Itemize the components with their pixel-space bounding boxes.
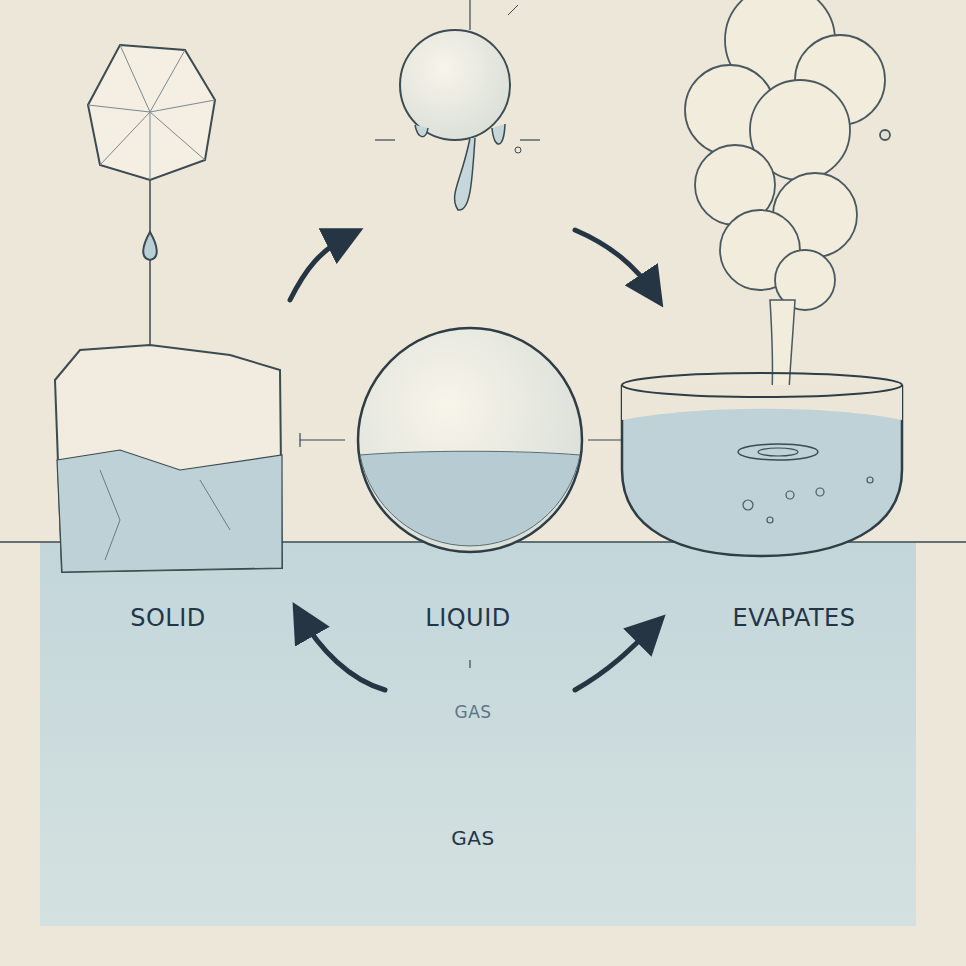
ground-panel [40, 542, 916, 926]
state-label: EVAPATES [732, 604, 855, 632]
ice-crystal [88, 45, 215, 345]
steam-cloud [685, 0, 890, 450]
ice-block [55, 345, 282, 572]
state-label: GAS [454, 702, 491, 722]
liquid-sphere [358, 328, 582, 552]
cycle-arrows [290, 230, 655, 690]
droplet-sphere [400, 5, 521, 210]
state-label: SOLID [130, 604, 206, 632]
state-label: GAS [451, 826, 494, 850]
guide-ticks [300, 0, 630, 668]
state-label: LIQUID [425, 604, 510, 632]
water-bowl [622, 373, 902, 556]
